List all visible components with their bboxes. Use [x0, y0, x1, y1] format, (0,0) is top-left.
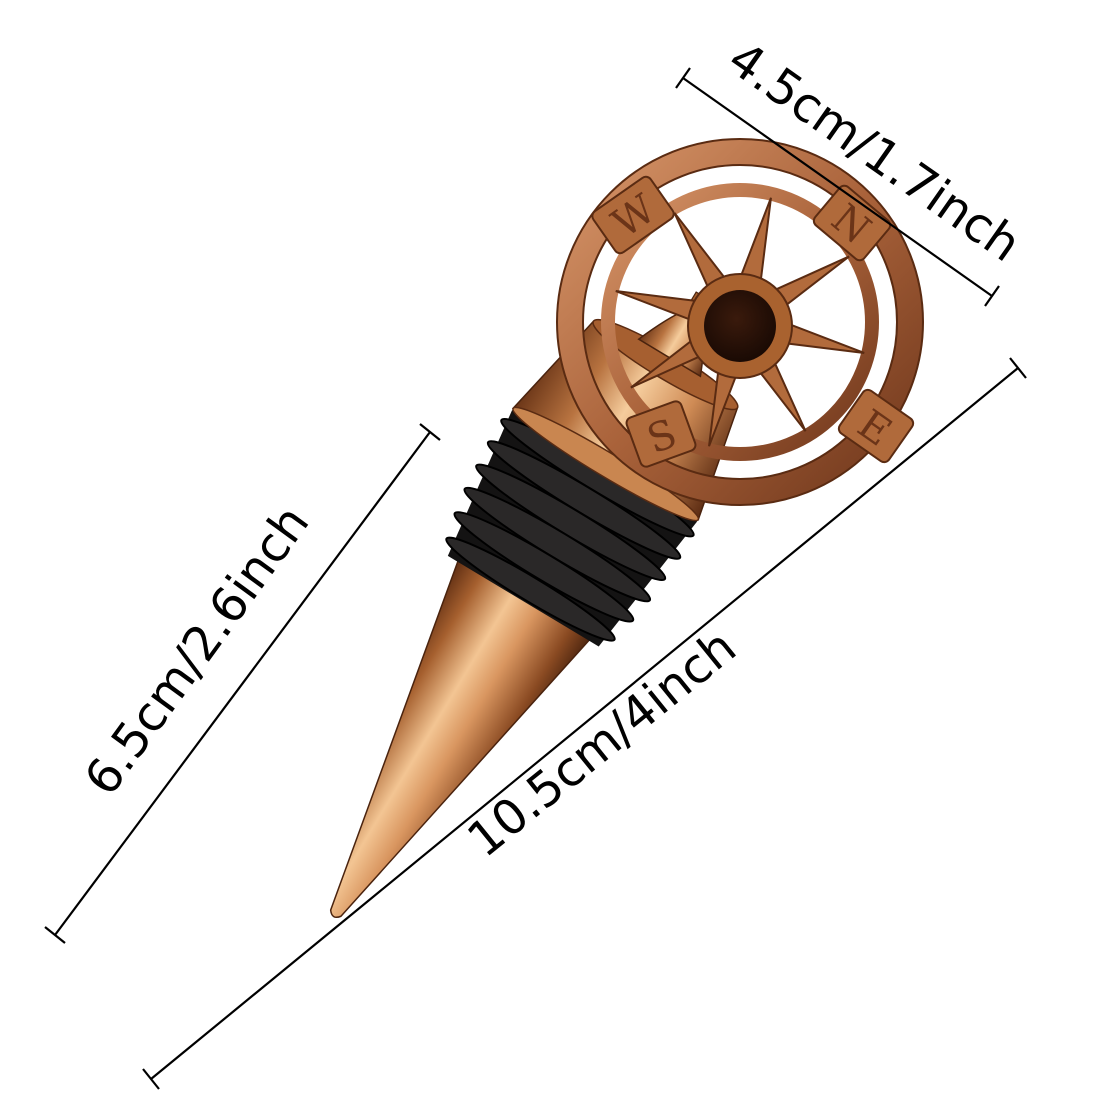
compass-outer-ring — [557, 139, 923, 505]
dimension-stopper-length-label: 6.5cm/2.6inch — [74, 496, 321, 806]
stopper-cone — [329, 553, 596, 919]
rubber-rings — [445, 410, 698, 647]
compass-head: W N S E — [556, 138, 924, 506]
compass-inner-ring — [601, 183, 879, 461]
compass-letter-s: S — [625, 400, 697, 468]
compass-letter-w: W — [591, 175, 675, 255]
